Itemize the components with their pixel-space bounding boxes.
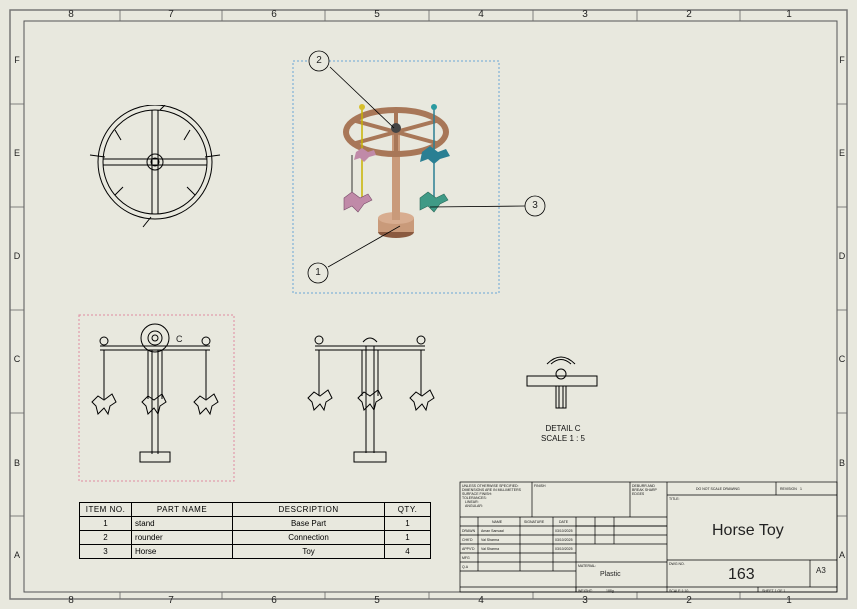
tb-role: CHK'D — [462, 538, 473, 542]
col-date-header: DATE — [559, 520, 569, 524]
tolerance-line: DIMENSIONS ARE IN MILLIMETERS — [462, 488, 521, 492]
do-not-scale-note: DO NOT SCALE DRAWING — [696, 487, 740, 491]
revision-value: 1 — [800, 487, 802, 491]
isometric-view[interactable] — [292, 60, 500, 294]
balloon-1[interactable] — [307, 262, 329, 284]
balloon-2-label: 2 — [316, 55, 322, 66]
bom-cell-desc: Toy — [232, 544, 386, 559]
tolerance-line: SURFACE FINISH: — [462, 492, 492, 496]
revision-label: REVISION — [780, 487, 797, 491]
zone-label-right: E — [838, 148, 845, 158]
zone-label-right: A — [838, 550, 845, 560]
zone-label-top: 6 — [271, 9, 277, 20]
zone-label-bottom: 5 — [374, 595, 380, 606]
zone-label-left: A — [13, 550, 20, 560]
drawing-title: Horse Toy — [712, 522, 784, 539]
detail-view-c[interactable] — [525, 350, 600, 412]
sheet-label: SHEET 1 OF 1 — [762, 589, 786, 593]
tb-role: MFG — [462, 556, 470, 560]
table-row[interactable]: 1 stand Base Part 1 — [78, 516, 431, 531]
title-label: TITLE: — [669, 497, 680, 501]
balloon-2[interactable] — [308, 50, 330, 72]
tolerance-line: LINEAR: — [465, 500, 479, 504]
front-view[interactable] — [78, 314, 235, 482]
zone-label-left: D — [13, 251, 21, 261]
zone-label-bottom: 6 — [271, 595, 277, 606]
zone-label-right: F — [839, 55, 845, 65]
weight-value: 188g — [606, 589, 614, 593]
balloon-1-label: 1 — [315, 267, 321, 278]
tb-role: DRAWN — [462, 529, 476, 533]
scale-label: SCALE:1:10 — [669, 589, 689, 593]
zone-label-left: C — [13, 354, 21, 364]
balloon-3[interactable] — [524, 195, 546, 217]
zone-label-top: 1 — [786, 9, 792, 20]
tolerance-line: TOLERANCES: — [462, 496, 487, 500]
dwg-no-label: DWG NO. — [669, 562, 685, 566]
dwg-no-value: 163 — [728, 566, 755, 583]
zone-label-top: 7 — [168, 9, 174, 20]
deburr-note: DEBURR AND BREAK SHARP EDGES — [632, 484, 657, 496]
zone-label-right: D — [838, 251, 846, 261]
sheet-size: A3 — [816, 566, 826, 575]
selection-box-front — [78, 314, 235, 482]
tb-role: APPV'D — [462, 547, 475, 551]
zone-label-left: B — [13, 458, 20, 468]
zone-label-top: 3 — [582, 9, 588, 20]
tolerance-line: UNLESS OTHERWISE SPECIFIED: — [462, 484, 519, 488]
zone-label-right: B — [838, 458, 845, 468]
zone-label-left: F — [14, 55, 20, 65]
zone-label-right: C — [838, 354, 846, 364]
zone-label-bottom: 1 — [786, 595, 792, 606]
table-row[interactable]: 2 rounder Connection 1 — [78, 530, 431, 545]
finish-label: FINISH — [534, 484, 546, 488]
detail-callout-label: C — [176, 334, 183, 344]
material-label: MATERIAL: — [578, 564, 597, 568]
material-value: Plastic — [600, 571, 621, 578]
tb-name: Val Sharma — [481, 547, 500, 551]
bom-header-row: ITEM NO. PART NAME DESCRIPTION QTY. — [78, 502, 431, 517]
bom-header-desc: DESCRIPTION — [232, 502, 386, 517]
zone-label-top: 8 — [68, 9, 74, 20]
top-view[interactable] — [85, 105, 230, 230]
detail-caption-scale: SCALE 1 : 5 — [540, 434, 586, 443]
zone-label-bottom: 2 — [686, 595, 692, 606]
zone-label-bottom: 7 — [168, 595, 174, 606]
detail-caption-title: DETAIL C — [545, 424, 581, 433]
weight-label: WEIGHT: — [578, 589, 593, 593]
side-view[interactable] — [300, 328, 440, 468]
zone-label-bottom: 4 — [478, 595, 484, 606]
bill-of-materials-table: ITEM NO. PART NAME DESCRIPTION QTY. 1 st… — [78, 502, 431, 559]
tb-name: Aman Sanvaal — [481, 529, 504, 533]
tb-date: 03/10/2025 — [555, 538, 573, 542]
zone-label-top: 2 — [686, 9, 692, 20]
zone-label-bottom: 3 — [582, 595, 588, 606]
bom-cell-part: Horse — [131, 544, 234, 559]
zone-label-top: 4 — [478, 9, 484, 20]
col-name-header: NAME — [492, 520, 503, 524]
zone-label-bottom: 8 — [68, 595, 74, 606]
tb-date: 03/10/2025 — [555, 529, 573, 533]
bom-cell-qty: 4 — [384, 544, 431, 559]
col-signature-header: SIGNATURE — [524, 520, 545, 524]
selection-box-isometric — [292, 60, 500, 294]
tb-date: 03/10/2025 — [555, 547, 573, 551]
zone-label-top: 5 — [374, 9, 380, 20]
detail-caption: DETAIL C SCALE 1 : 5 — [528, 424, 598, 444]
tb-role: Q.A — [462, 565, 469, 569]
zone-label-left: E — [13, 148, 20, 158]
table-row[interactable]: 3 Horse Toy 4 — [78, 544, 431, 559]
tb-name: Val Sharma — [481, 538, 500, 542]
bom-cell-item: 3 — [78, 544, 133, 559]
balloon-3-label: 3 — [532, 200, 538, 211]
tolerance-line: ANGULAR: — [465, 504, 483, 508]
